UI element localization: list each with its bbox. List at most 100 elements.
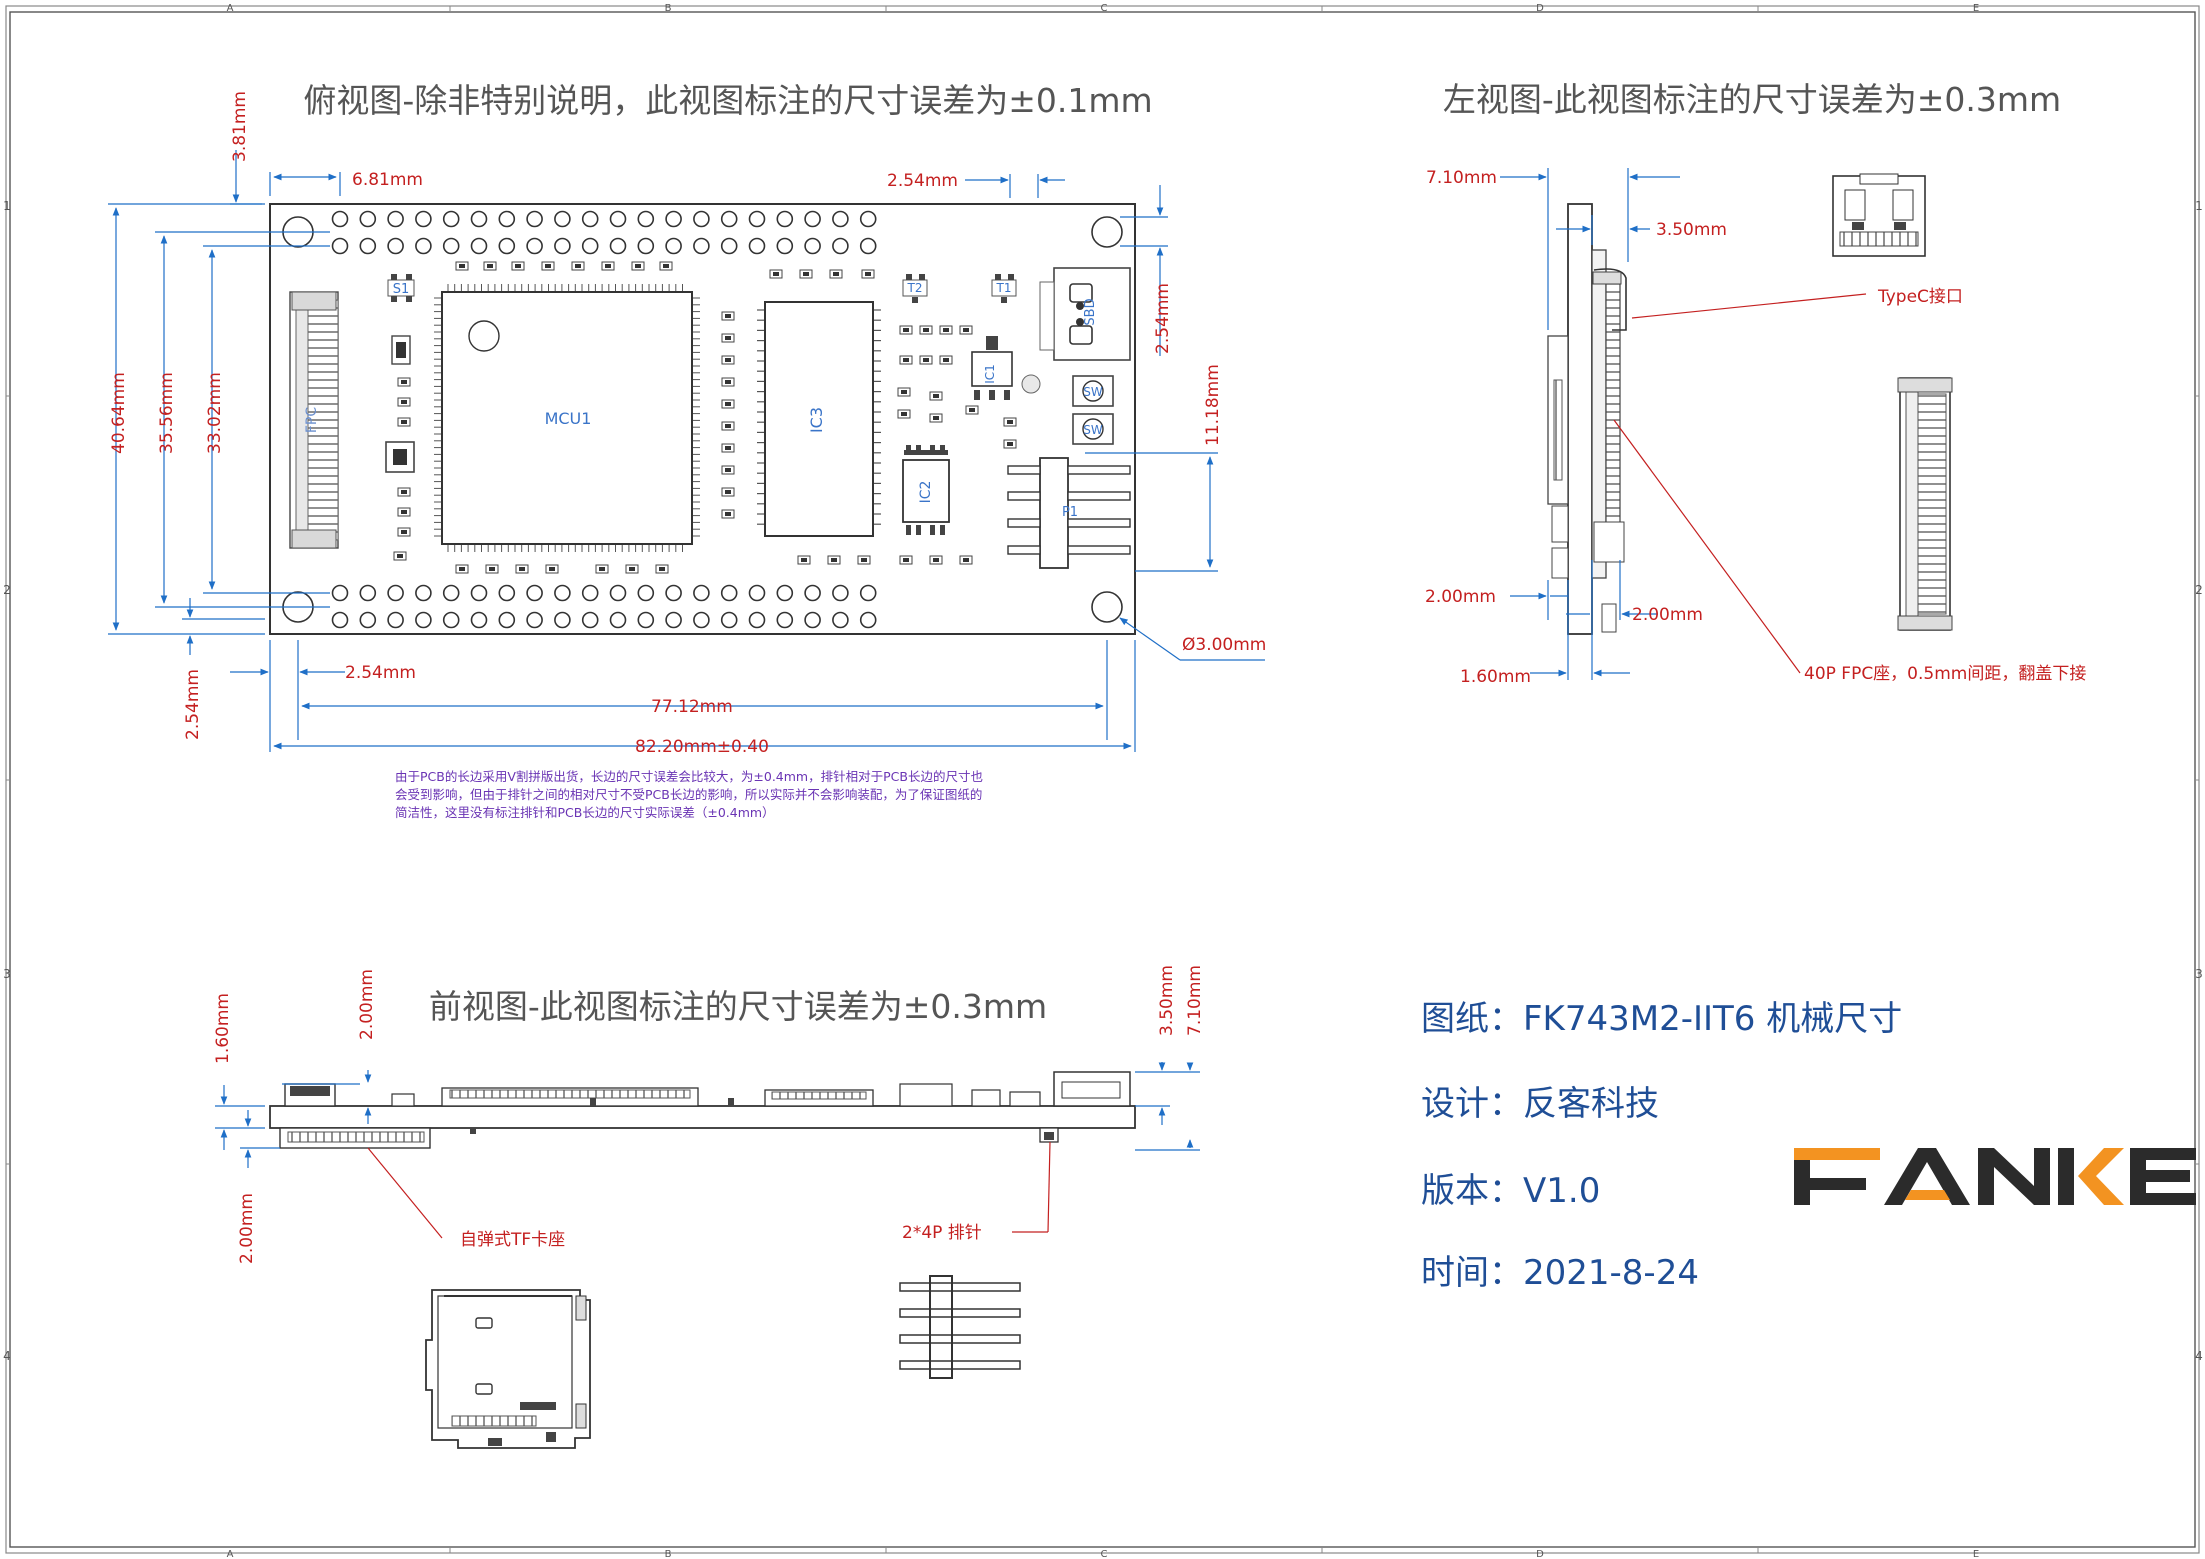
header-pin bbox=[387, 584, 404, 602]
sw1-label: SW bbox=[1083, 385, 1103, 399]
frame-row-label: 2 bbox=[2195, 583, 2203, 597]
header-pin bbox=[442, 237, 460, 255]
smd-passive bbox=[929, 555, 943, 565]
frame-row-label: 3 bbox=[3, 967, 11, 981]
title-block: 图纸：FK743M2-IIT6 机械尺寸 设计：反客科技 版本：V1.0 时间：… bbox=[1421, 999, 1902, 1293]
component-t2: T2 bbox=[902, 274, 928, 303]
header-pin bbox=[804, 611, 821, 629]
smd-passive bbox=[595, 564, 609, 574]
note-line-2: 会受到影响，但由于排针之间的相对尺寸不受PCB长边的影响，所以实际并不会影响装配… bbox=[395, 787, 982, 802]
smd-passive bbox=[455, 261, 469, 271]
header-pin bbox=[609, 584, 627, 602]
smd-passive bbox=[721, 333, 735, 343]
left-view-dimension-text: 7.10mm 3.50mm 2.00mm 2.00mm 1.60mm TypeC… bbox=[1425, 168, 2086, 687]
smd-passive bbox=[601, 261, 615, 271]
fpc-connector: FPC bbox=[289, 291, 339, 549]
dim-2-54-bottom-h: 2.54mm bbox=[345, 663, 416, 683]
smd-passive bbox=[659, 261, 673, 271]
designer: 设计：反客科技 bbox=[1421, 1084, 1659, 1124]
header-pin bbox=[415, 210, 432, 228]
note-line-1: 由于PCB的长边采用V割拼版出货，长边的尺寸误差会比较大，为±0.4mm，排针相… bbox=[395, 769, 983, 784]
dim-2-00-left-b: 2.00mm bbox=[1632, 605, 1703, 625]
header-pin bbox=[581, 210, 599, 228]
smd-passive bbox=[515, 564, 529, 574]
frame-col-label: D bbox=[1536, 1549, 1544, 1559]
dim-2-00-left-a: 2.00mm bbox=[1425, 587, 1496, 607]
smd-passive bbox=[721, 421, 735, 431]
header-pin bbox=[526, 237, 543, 255]
frame-col-label: B bbox=[665, 1549, 672, 1559]
smd-passive bbox=[571, 261, 585, 271]
pin-header-rows bbox=[331, 210, 877, 629]
smd-passive bbox=[899, 555, 913, 565]
header-pin bbox=[693, 237, 710, 255]
header-pin bbox=[359, 237, 377, 255]
header-pin bbox=[359, 584, 377, 602]
header-pin bbox=[804, 210, 821, 228]
dim-3-81: 3.81mm bbox=[230, 91, 250, 162]
dim-2-00-front-top: 2.00mm bbox=[357, 969, 377, 1040]
smd-passive bbox=[721, 487, 735, 497]
front-view-dimension-text: 1.60mm 2.00mm 3.50mm 7.10mm 2.00mm 自弹式TF… bbox=[213, 965, 1205, 1264]
dim-1-60-left: 1.60mm bbox=[1460, 667, 1531, 687]
frame-col-label: E bbox=[1973, 1549, 1979, 1559]
tf-socket-label: 自弹式TF卡座 bbox=[460, 1230, 565, 1250]
typec-detail bbox=[1832, 173, 1926, 257]
header-pin bbox=[498, 237, 516, 255]
header-pin bbox=[470, 237, 488, 255]
header-pin bbox=[331, 584, 349, 602]
smd-passive bbox=[929, 413, 943, 423]
smd-passive bbox=[899, 355, 913, 365]
dim-7-10-front: 7.10mm bbox=[1185, 965, 1205, 1036]
ic3-label: IC3 bbox=[807, 407, 826, 433]
header-pin bbox=[609, 611, 627, 629]
header-pin bbox=[693, 210, 710, 228]
sbd-label: SBD bbox=[1083, 298, 1098, 325]
note-line-3: 简洁性，这里没有标注排针和PCB长边的尺寸实际误差（±0.4mm） bbox=[395, 805, 775, 820]
dim-6-81: 6.81mm bbox=[352, 170, 423, 190]
top-view-title: 俯视图-除非特别说明，此视图标注的尺寸误差为±0.1mm bbox=[303, 81, 1152, 120]
front-view-title: 前视图-此视图标注的尺寸误差为±0.3mm bbox=[429, 987, 1047, 1026]
header-pin bbox=[720, 237, 738, 255]
smd-passive bbox=[897, 409, 911, 419]
header-pin bbox=[804, 237, 821, 255]
header-pin bbox=[415, 584, 432, 602]
header-pin bbox=[637, 237, 655, 255]
ic1-label: IC1 bbox=[983, 364, 997, 384]
smd-passive bbox=[625, 564, 639, 574]
pcb-tolerance-note: 由于PCB的长边采用V割拼版出货，长边的尺寸误差会比较大，为±0.4mm，排针相… bbox=[395, 769, 983, 820]
left-view-board bbox=[1547, 203, 1627, 635]
component-s1: S1 bbox=[385, 274, 415, 473]
header-pin bbox=[331, 210, 349, 228]
p1-label: P1 bbox=[1062, 505, 1078, 520]
smd-passive bbox=[397, 487, 411, 497]
header-pin bbox=[498, 611, 516, 629]
header-pin bbox=[415, 237, 432, 255]
smd-passive bbox=[393, 551, 407, 561]
dim-2-54-top: 2.54mm bbox=[887, 171, 958, 191]
smd-passive bbox=[799, 269, 813, 279]
smd-passive bbox=[455, 564, 469, 574]
smd-passive bbox=[829, 269, 843, 279]
smd-passive bbox=[721, 399, 735, 409]
frame-col-label: B bbox=[665, 3, 672, 14]
fpc-detail bbox=[1897, 377, 1953, 631]
frame-col-label: A bbox=[227, 3, 234, 14]
header-pin bbox=[693, 611, 710, 629]
left-view: 左视图-此视图标注的尺寸误差为±0.3mm bbox=[1425, 80, 2086, 687]
header-pin bbox=[665, 584, 682, 602]
smd-passive bbox=[827, 555, 841, 565]
header-pin bbox=[748, 584, 766, 602]
ic2-label: IC2 bbox=[918, 481, 934, 504]
header-pin bbox=[748, 210, 766, 228]
ic2-chip: IC2 bbox=[902, 445, 950, 535]
header-pin bbox=[442, 584, 460, 602]
header-pin bbox=[859, 611, 877, 629]
smd-passive bbox=[939, 355, 953, 365]
smd-passive bbox=[485, 564, 499, 574]
mcu-chip: MCU1 bbox=[434, 284, 700, 552]
dim-3-50-left: 3.50mm bbox=[1656, 220, 1727, 240]
header-pin bbox=[526, 210, 543, 228]
front-view-board bbox=[269, 1071, 1136, 1149]
smd-passive bbox=[919, 355, 933, 365]
